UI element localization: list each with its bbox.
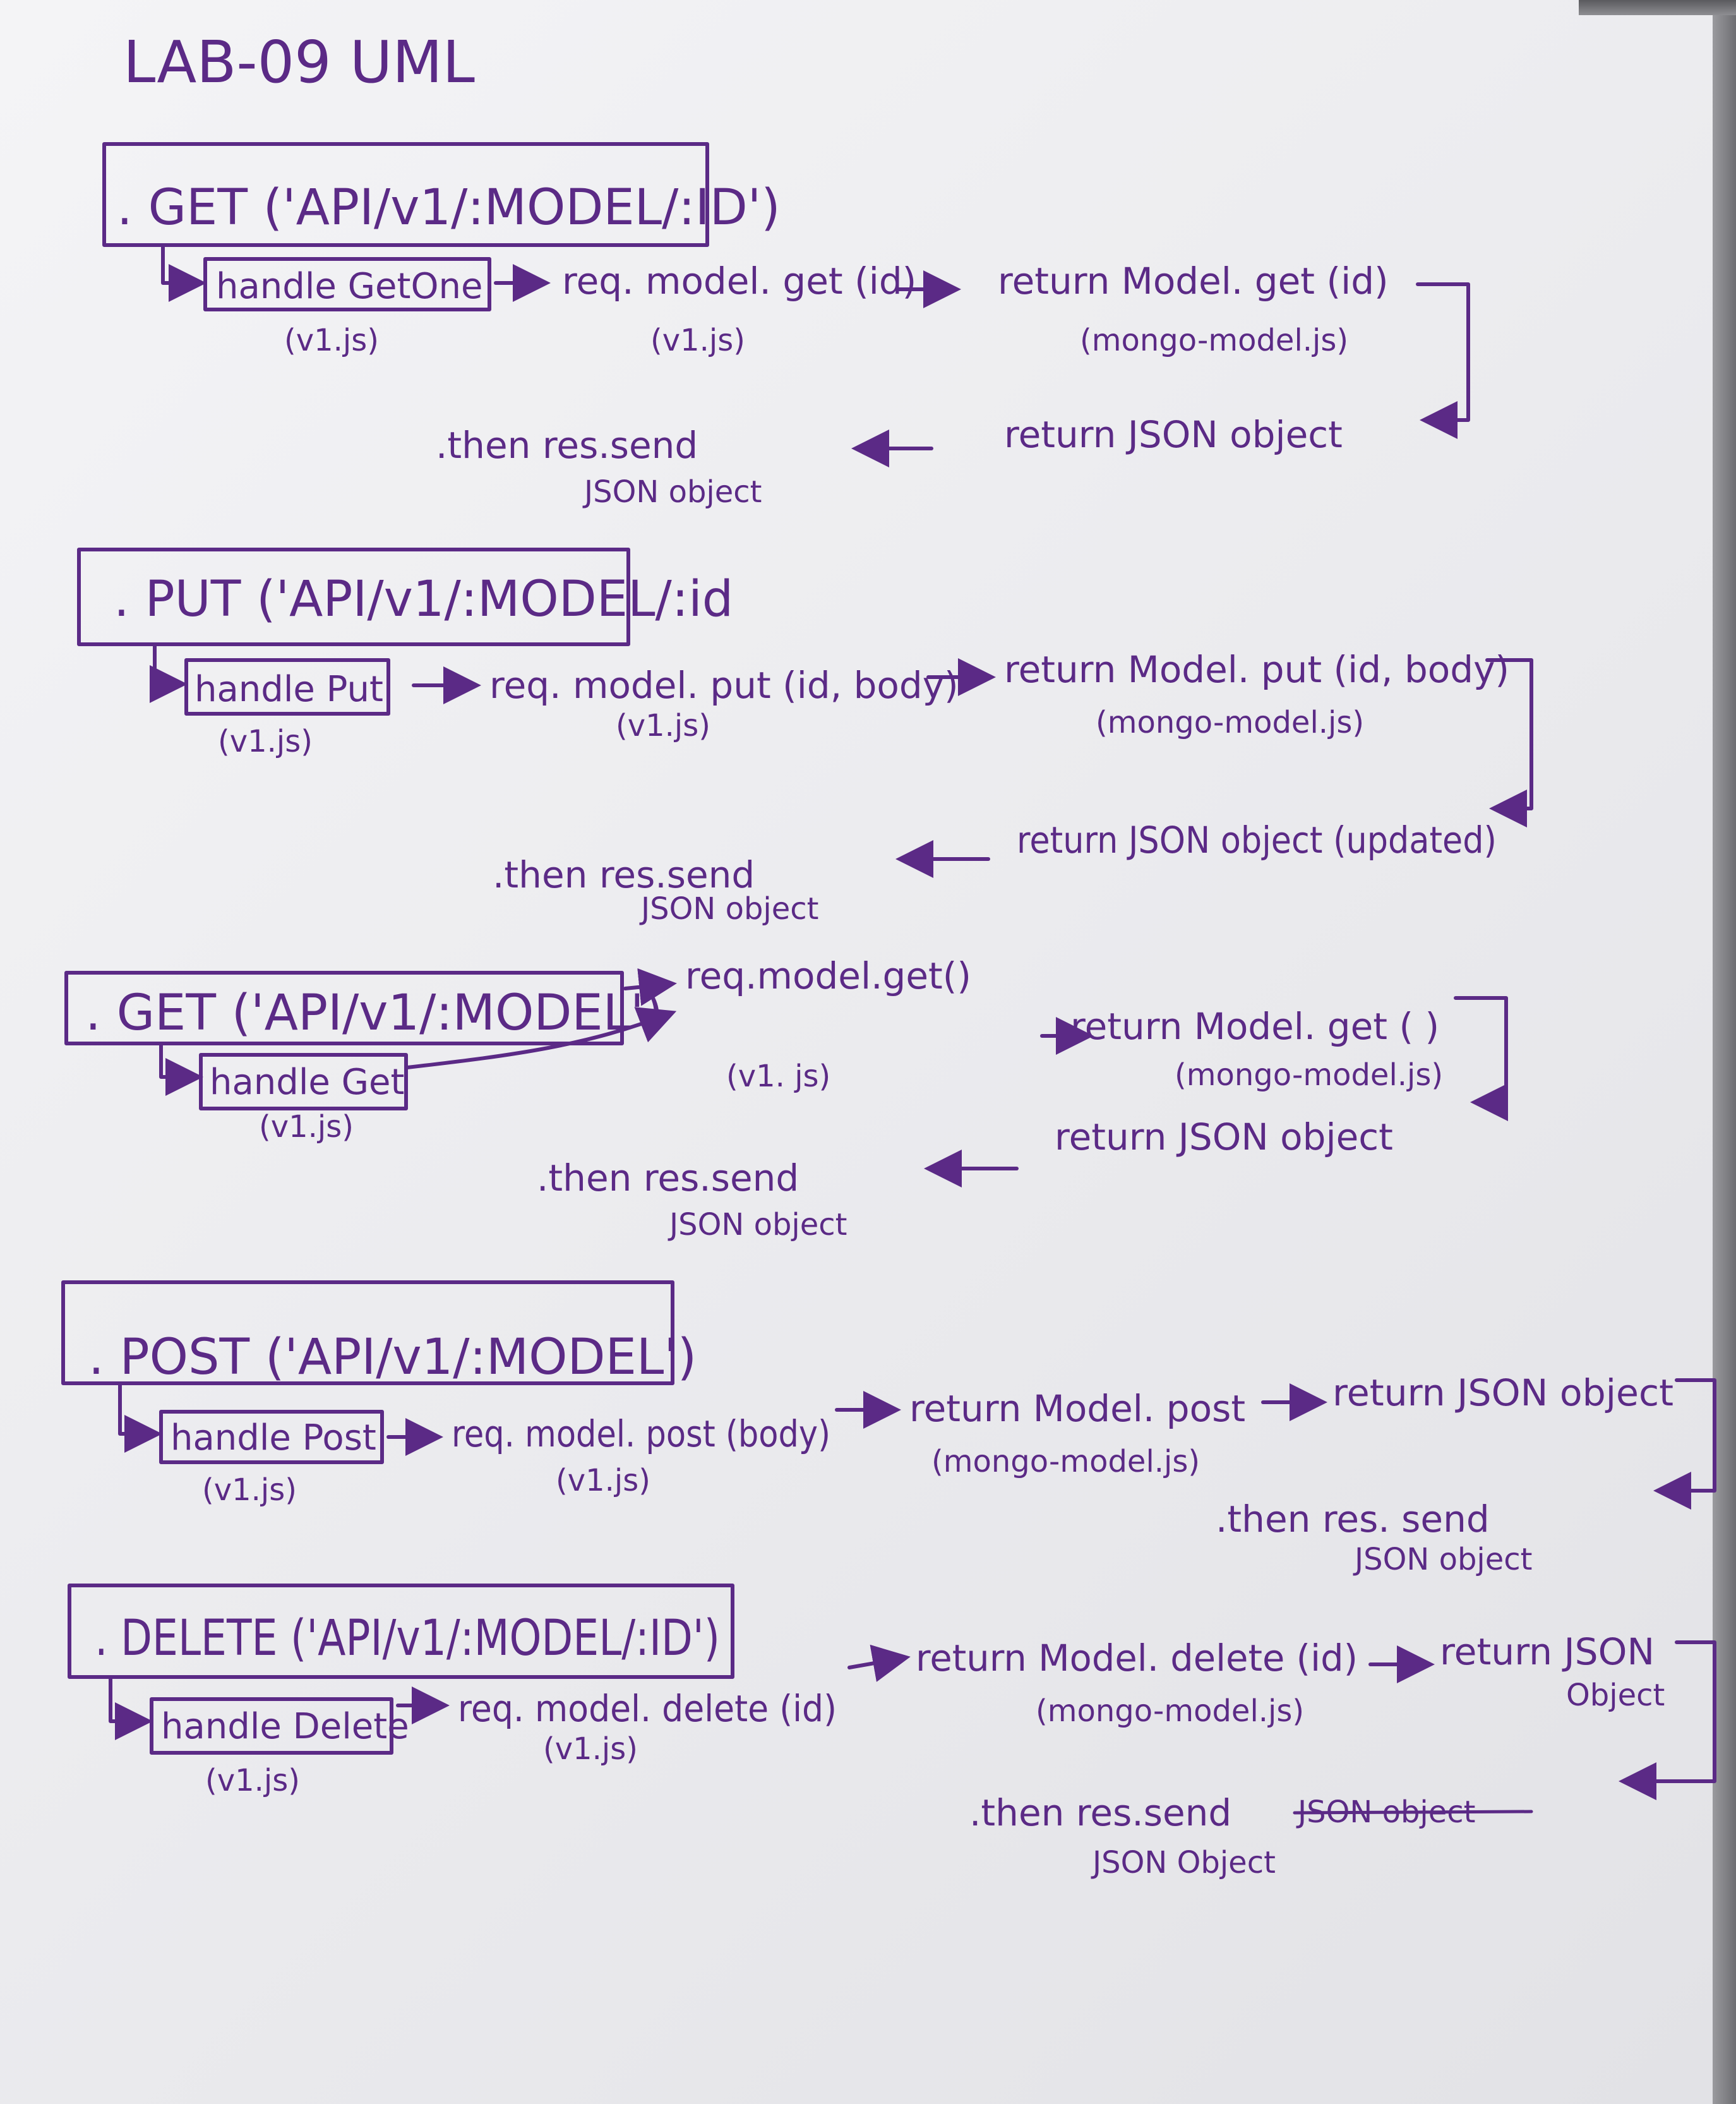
then-object: JSON Object [1091, 1845, 1276, 1880]
then-object: JSON object [1353, 1542, 1532, 1577]
route-box [102, 142, 709, 247]
route-to-handler-connector [159, 1043, 203, 1096]
route-label: . GET ('API/v1/:MODEL/:ID') [117, 179, 781, 236]
handler-box [159, 1410, 384, 1464]
handler-file: (v1.js) [205, 1763, 300, 1798]
then-object: JSON object [582, 474, 762, 510]
handler-box [150, 1697, 393, 1755]
section-post: . POST ('API/v1/:MODEL') handle Post (v1… [61, 1280, 1716, 1577]
req-call: req. model. get (id) [562, 260, 916, 303]
req-call: req. model. delete (id) [458, 1687, 837, 1730]
handler-file: (v1.js) [259, 1109, 354, 1145]
handler-box [203, 257, 491, 311]
arrow-route-to-req [623, 968, 677, 1006]
req-call: req. model. put (id, body) [489, 664, 959, 707]
model-file: (mongo-model.js) [1036, 1693, 1304, 1729]
route-to-handler-connector [109, 1677, 153, 1740]
route-box [64, 971, 624, 1045]
handler-label: handle Get [210, 1062, 404, 1103]
model-return: return JSON object (updated) [1017, 819, 1497, 862]
model-file: (mongo-model.js) [931, 1444, 1200, 1479]
handler-file: (v1.js) [284, 323, 379, 358]
page-corner-shadow [1579, 0, 1736, 15]
req-call: req.model.get() [685, 954, 971, 997]
then-send: .then res.send [493, 853, 755, 896]
then-send: .then res. send [1216, 1498, 1490, 1541]
model-return: return JSON object [1055, 1115, 1393, 1158]
model-return: return JSON object [1004, 413, 1343, 456]
handler-label: handle Delete [161, 1706, 409, 1747]
model-file: (mongo-model.js) [1175, 1057, 1443, 1093]
page-edge-shadow [1713, 0, 1736, 2104]
route-label: . PUT ('API/v1/:MODEL/:id [114, 571, 733, 628]
strikethrough [1293, 1810, 1533, 1815]
route-box [61, 1280, 674, 1385]
model-file: (mongo-model.js) [1080, 323, 1348, 358]
req-file: (v1. js) [726, 1059, 830, 1094]
handler-label: handle Put [195, 669, 383, 710]
handler-file: (v1.js) [202, 1472, 297, 1508]
model-return-connector [1416, 282, 1470, 439]
req-file: (v1.js) [543, 1731, 638, 1767]
model-return-connector [1454, 996, 1508, 1121]
return-to-then-connector [1653, 1378, 1716, 1510]
req-file: (v1.js) [616, 708, 710, 743]
then-send: .then res.send [969, 1791, 1231, 1834]
arrow-handler-to-req [405, 1007, 677, 1069]
route-to-handler-connector [150, 644, 188, 703]
model-file: (mongo-model.js) [1096, 705, 1364, 740]
handler-file: (v1.js) [218, 724, 313, 759]
then-send: .then res.send [537, 1157, 799, 1199]
section-get-one: . GET ('API/v1/:MODEL/:ID') handle GetOn… [102, 142, 1470, 510]
route-to-handler-connector [118, 1383, 162, 1453]
handler-box [184, 658, 390, 716]
model-return-connector [1485, 658, 1533, 827]
section-delete: . DELETE ('API/v1/:MODEL/:ID') handle De… [68, 1584, 1716, 1880]
route-label: . DELETE ('API/v1/:MODEL/:ID') [95, 1610, 720, 1667]
handler-label: handle Post [171, 1417, 376, 1458]
diagram-title: LAB-09 UML [123, 28, 475, 96]
then-object: JSON object [667, 1207, 847, 1242]
handler-label: handle GetOne [216, 266, 483, 307]
route-to-handler-connector [161, 244, 207, 302]
route-box [68, 1584, 734, 1679]
req-call: req. model. post (body) [452, 1412, 830, 1455]
model-call: return Model. put (id, body) [1004, 648, 1509, 691]
model-call: return Model. delete (id) [916, 1637, 1358, 1680]
model-call: return Model. get (id) [998, 260, 1389, 303]
route-label: . GET ('API/v1/:MODEL') [85, 985, 663, 1042]
handler-box [199, 1053, 408, 1110]
arrow-req-to-model [847, 1644, 911, 1682]
section-get-all: . GET ('API/v1/:MODEL') handle Get (v1.j… [64, 954, 1508, 1242]
req-file: (v1.js) [556, 1463, 650, 1498]
then-send: .then res.send [436, 424, 698, 467]
then-object: JSON object [639, 891, 818, 927]
model-return: return JSON [1440, 1630, 1655, 1673]
req-file: (v1.js) [650, 323, 745, 358]
model-return: return JSON object [1332, 1371, 1673, 1414]
model-return-object: Object [1566, 1678, 1665, 1713]
route-label: . POST ('API/v1/:MODEL') [88, 1329, 697, 1386]
route-box [77, 548, 630, 646]
section-put: . PUT ('API/v1/:MODEL/:id handle Put (v1… [77, 548, 1533, 927]
model-call: return Model. get ( ) [1070, 1005, 1439, 1048]
return-to-then-connector [1619, 1640, 1716, 1800]
model-call: return Model. post [909, 1387, 1245, 1430]
